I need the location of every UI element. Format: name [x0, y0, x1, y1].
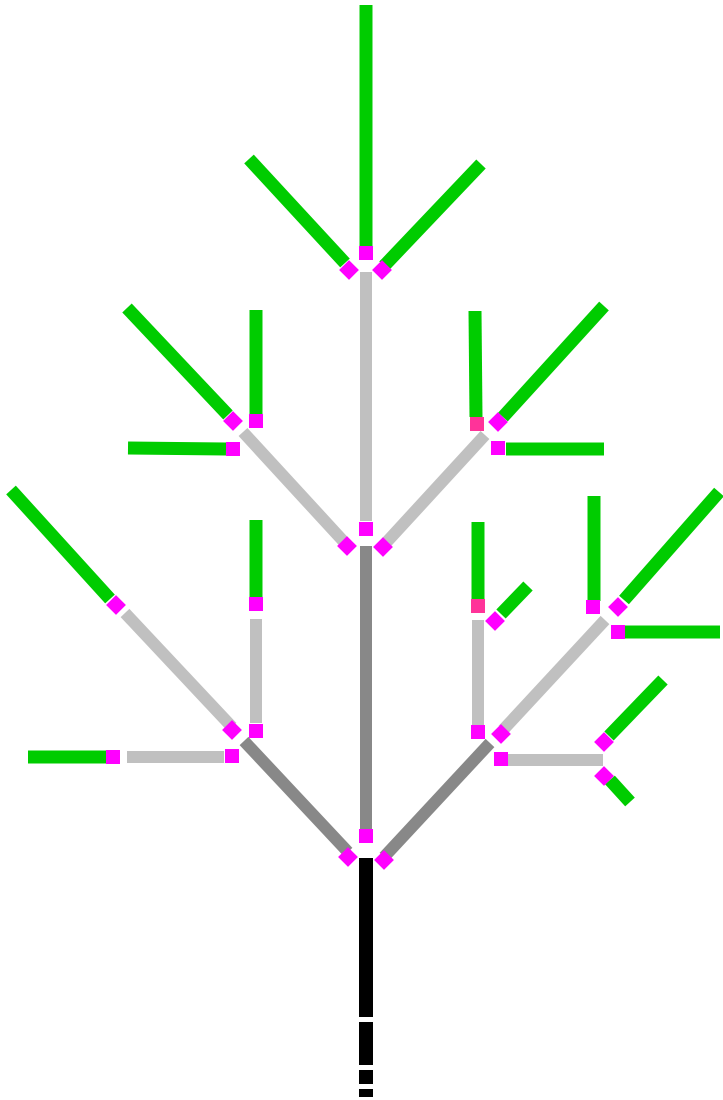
leaf-branch [610, 780, 630, 802]
node-marker [494, 752, 508, 766]
node-marker [249, 724, 263, 738]
node-marker [491, 441, 505, 455]
leaf-branch [503, 306, 604, 417]
node-marker [249, 414, 263, 428]
node-marker [359, 522, 373, 536]
node-marker [586, 600, 600, 614]
branch-order-2 [125, 613, 232, 727]
node-marker [249, 597, 263, 611]
leaf-branch [624, 492, 719, 600]
leaf-branch [127, 308, 228, 415]
leaf-branch [475, 311, 476, 417]
node-marker [359, 246, 373, 260]
branch-order-2 [503, 620, 605, 730]
node-marker [471, 599, 485, 613]
leaf-branch [249, 159, 345, 263]
node-marker [106, 750, 120, 764]
leaf-branch [501, 586, 528, 614]
node-marker [225, 749, 239, 763]
branch-order-1 [244, 741, 348, 852]
branch-order-1 [384, 743, 490, 857]
node-marker [470, 417, 484, 431]
leaf-branch [609, 680, 663, 736]
leaf-branch [11, 490, 110, 599]
tree-branches [11, 5, 720, 1097]
leaf-branch [128, 448, 226, 449]
node-marker [471, 725, 485, 739]
node-marker [226, 442, 240, 456]
node-marker [359, 829, 373, 843]
branch-order-2 [384, 435, 485, 545]
leaf-branch [384, 164, 481, 266]
node-marker [611, 625, 625, 639]
